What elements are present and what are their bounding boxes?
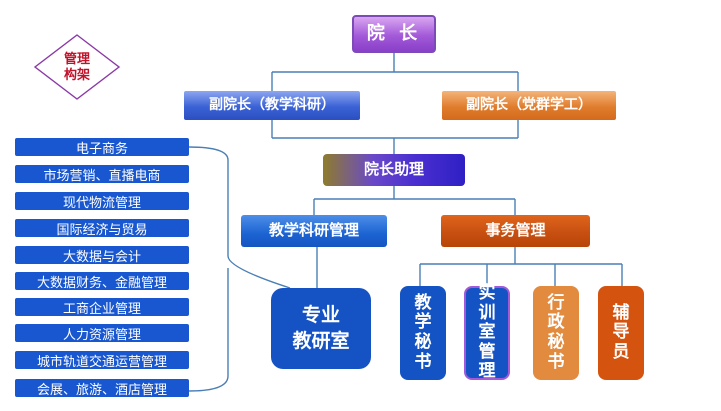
role-char: 学 <box>414 312 432 333</box>
role-char: 室 <box>478 322 496 343</box>
major-item: 现代物流管理 <box>15 192 189 211</box>
label-line-1: 管理 <box>63 51 90 67</box>
role-char: 导 <box>612 322 630 343</box>
role-char: 管 <box>478 341 496 362</box>
teaching-management-box: 教学科研管理 <box>241 215 387 247</box>
vice-dean-teaching-box: 副院长（教学科研） <box>184 91 360 120</box>
role-char: 政 <box>547 312 565 333</box>
research-office-box: 专业 教研室 <box>271 288 371 369</box>
major-item: 工商企业管理 <box>15 298 189 317</box>
affairs-management-box: 事务管理 <box>441 215 590 247</box>
role-char: 秘 <box>414 332 432 352</box>
counselor-box: 辅 导 员 <box>598 286 644 380</box>
research-office-line-2: 教研室 <box>292 329 350 352</box>
role-char: 行 <box>547 292 565 313</box>
major-item: 国际经济与贸易 <box>15 219 189 238</box>
vice-dean-party-box: 副院长（党群学工） <box>442 91 616 120</box>
role-char: 实 <box>478 283 496 304</box>
role-char: 员 <box>612 341 630 362</box>
role-char: 书 <box>414 351 432 372</box>
major-item: 电子商务 <box>15 138 189 157</box>
major-item: 大数据与会计 <box>15 246 189 265</box>
lab-management-box: 实 训 室 管 理 <box>464 283 510 382</box>
dean-box: 院 长 <box>352 15 436 53</box>
assistant-dean-box: 院长助理 <box>323 154 465 186</box>
role-char: 秘 <box>547 332 565 352</box>
major-item: 城市轨道交通运营管理 <box>15 351 189 370</box>
management-structure-label: 管理 构架 <box>49 44 105 92</box>
role-char: 教 <box>414 292 432 313</box>
admin-secretary-box: 行 政 秘 书 <box>533 286 579 380</box>
role-char: 训 <box>478 302 496 323</box>
research-office-line-1: 专业 <box>301 303 340 326</box>
teaching-secretary-box: 教 学 秘 书 <box>400 286 446 380</box>
major-item: 会展、旅游、酒店管理 <box>15 379 189 398</box>
role-char: 理 <box>478 361 496 382</box>
major-item: 人力资源管理 <box>15 324 189 343</box>
label-line-2: 构架 <box>63 68 90 83</box>
major-item: 市场营销、直播电商 <box>15 165 189 184</box>
role-char: 书 <box>547 351 565 372</box>
role-char: 辅 <box>612 302 630 323</box>
major-item: 大数据财务、金融管理 <box>15 272 189 291</box>
